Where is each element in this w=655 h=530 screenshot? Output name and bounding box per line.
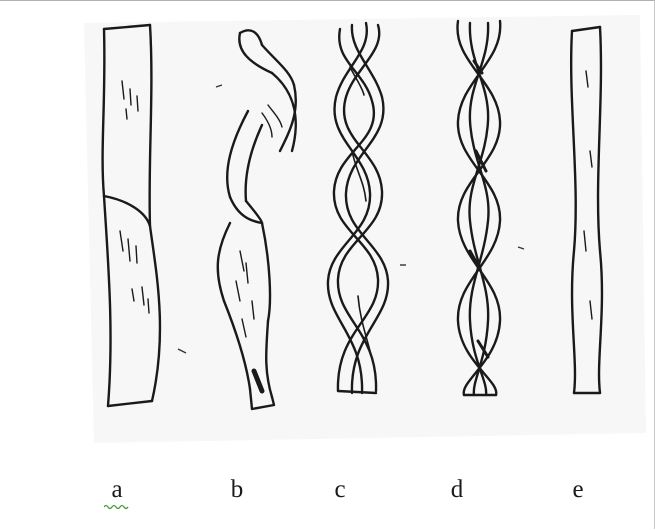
- scanned-paper: [84, 15, 646, 443]
- wavy-underline-icon: [104, 504, 130, 510]
- label-d: d: [437, 477, 477, 502]
- label-b: b: [217, 477, 257, 502]
- label-a: a: [97, 477, 137, 502]
- label-c: c: [320, 477, 360, 502]
- label-e: e: [558, 477, 598, 502]
